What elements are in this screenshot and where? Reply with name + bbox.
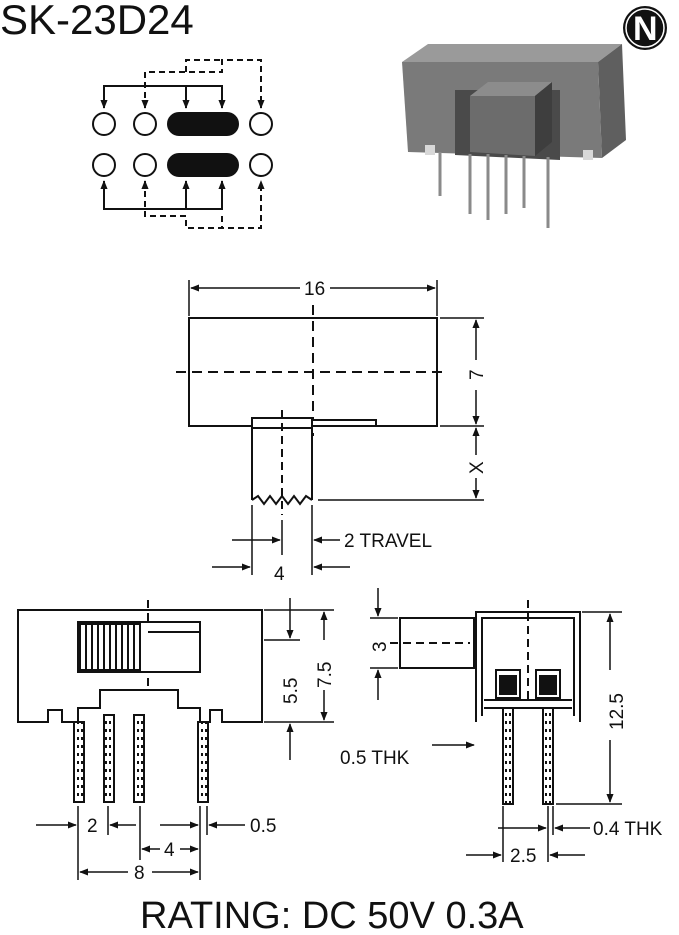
dim-side-height-label: 12.5	[607, 693, 628, 730]
dim-pin-width-label: 0.5	[250, 816, 276, 837]
dim-height-label: 7	[467, 369, 488, 380]
product-title: SK-23D24	[0, 0, 194, 43]
dim-actuator-width-label: 4	[274, 564, 285, 585]
dim-pin-thickness-label: 0.4 THK	[593, 819, 663, 840]
dim-side-thickness-label: 0.5 THK	[340, 748, 410, 769]
dim-pin-pitch-label: 2	[87, 816, 98, 837]
rating-text: RATING: DC 50V 0.3A	[140, 895, 524, 935]
dim-front-height-total-label: 7.5	[315, 662, 336, 688]
dim-knob-height-label: 3	[370, 641, 391, 652]
dim-actuator-label: X	[467, 461, 488, 474]
dim-pin-spacing-label: 4	[164, 840, 175, 861]
front-view	[17, 600, 263, 803]
dim-pin-span-label: 8	[134, 863, 145, 884]
dim-travel-label: 2 TRAVEL	[344, 531, 432, 552]
front-view-dimensions	[36, 598, 334, 880]
top-view-dimensions	[188, 280, 484, 575]
circuit-schematic	[92, 59, 273, 229]
logo-letter: N	[633, 10, 658, 48]
side-view-dimensions	[370, 588, 622, 862]
product-photo	[402, 44, 626, 228]
brand-logo: N	[623, 6, 667, 50]
dim-width-label: 16	[304, 279, 325, 300]
side-view	[390, 600, 581, 805]
dim-front-height-inner-label: 5.5	[281, 678, 302, 704]
top-view	[176, 305, 444, 515]
dim-side-pin-pitch-label: 2.5	[510, 846, 536, 867]
